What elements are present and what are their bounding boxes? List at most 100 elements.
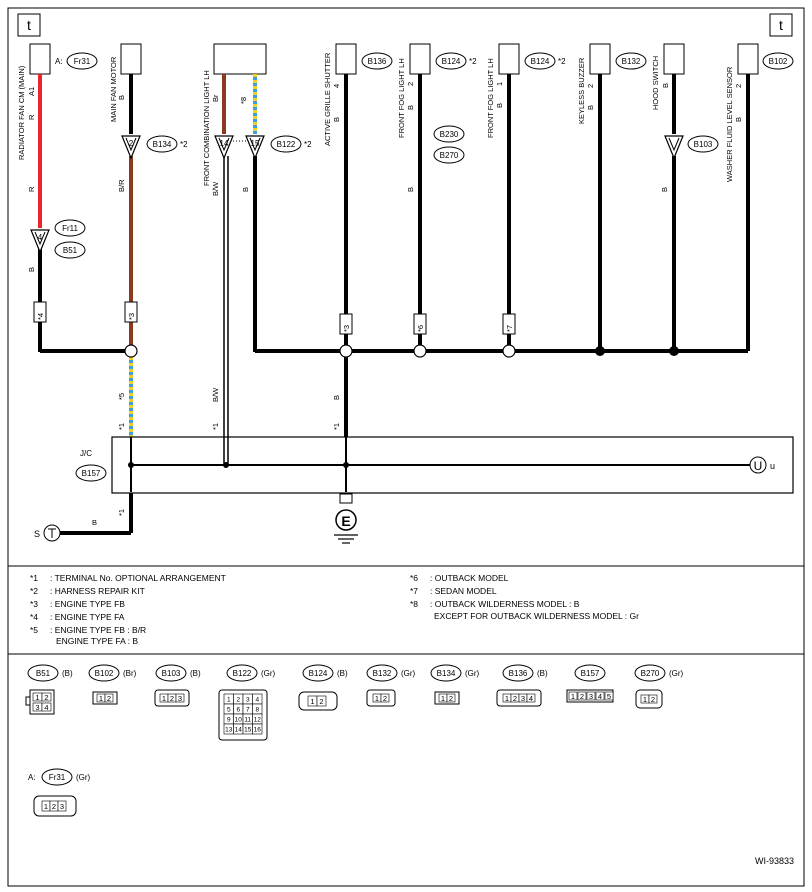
note-text-5: : ENGINE TYPE FB : B/R: [50, 625, 146, 635]
face-b270-pin-2-text: 2: [651, 695, 655, 704]
notes-right: *6 : OUTBACK MODEL *7 : SEDAN MODEL *8 :…: [410, 573, 639, 621]
face-color-b124: (B): [337, 669, 348, 678]
face-b132-pin-1-text: 1: [375, 694, 379, 703]
face-b136-pin-1-text: 1: [505, 694, 509, 703]
face-b157-pin-2: [577, 691, 587, 701]
face-b122-pin-12-text: 12: [254, 717, 262, 724]
component-wire-keyless-buzzer: B: [586, 105, 595, 110]
face-bubble-b102-text: B102: [95, 669, 114, 678]
face-b51-tab: [25, 696, 31, 706]
junction-open-active-grille: [339, 344, 353, 358]
junction-open-fog-2: [502, 344, 516, 358]
face-b103-pin-3-text: 3: [178, 694, 182, 703]
face-b102-pin-2: [104, 693, 114, 703]
connector-triangle-b122-2-inner: [249, 137, 261, 152]
component-pin-keyless-buzzer: 2: [586, 84, 595, 88]
label-s1c: *1: [332, 423, 341, 430]
face-bubble-b124-text: B124: [309, 669, 328, 678]
component-pin-front-combination-light-2: *8: [239, 97, 248, 104]
face-b122-pin-9-text: 9: [227, 717, 231, 724]
tag-s6-text: *6: [416, 325, 425, 332]
component-wire-washer-fluid: B: [734, 117, 743, 122]
wire-label-bw: B/W: [211, 387, 220, 402]
note-text-2: : HARNESS REPAIR KIT: [50, 586, 145, 596]
wire-label-r: R: [27, 186, 36, 192]
tag-s7: [502, 313, 516, 335]
face-b103-pin-2-text: 2: [170, 694, 174, 703]
face-bubble-b270: [634, 664, 666, 682]
bubble-b270-text: B270: [440, 151, 459, 160]
face-b136-pin-4: [526, 693, 536, 703]
face-b122-pin-16-text: 16: [254, 727, 262, 734]
tag-s4: [33, 301, 47, 323]
face-b122-pin-3-text: 3: [246, 697, 250, 704]
bubble-fr31-text: Fr31: [74, 57, 91, 66]
junction-solid-keyless: [595, 346, 605, 356]
note-key-7: *7: [410, 586, 418, 596]
face-b124-pin-2: [316, 695, 327, 707]
note-text-4: : ENGINE TYPE FA: [50, 612, 125, 622]
face-color-b270: (Gr): [669, 669, 684, 678]
note-key-5: *5: [30, 625, 38, 635]
face-color-b136: (B): [537, 669, 548, 678]
component-pin-front-fog-light-2: 1: [495, 82, 504, 86]
bubble-b134-text: B134: [153, 140, 172, 149]
face-bubble-b136-text: B136: [509, 669, 528, 678]
wire-label-b-left: B: [27, 267, 36, 272]
face-b134-pin-1-text: 1: [441, 694, 445, 703]
face-b122-pin-14-text: 14: [235, 727, 243, 734]
tag-s3a: [124, 301, 138, 323]
bubble-b124-2: [524, 52, 556, 70]
bubble-b103: [687, 135, 719, 153]
face-b134-pin-2-text: 2: [449, 694, 453, 703]
face-b103-pin-1-text: 1: [162, 694, 166, 703]
wire-label-b-hood: B: [660, 187, 669, 192]
pin-b122-1: 14: [220, 139, 229, 148]
face-color-b103: (B): [190, 669, 201, 678]
face-b124-pin-1-text: 1: [310, 697, 314, 706]
component-label-radiator-fan: RADIATOR FAN CM (MAIN): [17, 65, 26, 160]
face-b124-pin-2-text: 2: [319, 697, 323, 706]
component-wire-radiator-fan: R: [27, 114, 36, 120]
bubble-b157-text: B157: [82, 469, 101, 478]
component-box-hood-switch: [663, 43, 685, 75]
connector-triangle-b122-1-inner: [218, 137, 230, 152]
face-b157-pin-3-text: 3: [589, 692, 593, 701]
bubble-b157: [75, 464, 107, 482]
face-b122-pin-16: [252, 723, 263, 735]
component-label-front-fog-light-2: FRONT FOG LIGHT LH: [486, 58, 495, 138]
component-box-main-fan-motor: [120, 43, 142, 75]
component-wire-front-combination-light: B/W: [211, 181, 220, 196]
face-b157-pin-5: [604, 691, 614, 701]
face-b122-pin-13-text: 13: [225, 727, 233, 734]
face-bubble-b103-text: B103: [162, 669, 181, 678]
component-box-radiator-fan: [29, 43, 51, 75]
face-b157-pin-1-text: 1: [571, 692, 575, 701]
face-b270-pin-2: [648, 694, 658, 704]
star-b122: *2: [304, 140, 312, 149]
ground-tab: [339, 493, 353, 504]
face-b122-pin-1-text: 1: [227, 697, 231, 704]
connector-triangle-fr11-inner: [34, 231, 46, 246]
face-b122-pin-15-text: 15: [244, 727, 252, 734]
face-fr31-pin-2-text: 2: [52, 802, 56, 811]
face-b136-pin-4-text: 4: [529, 694, 533, 703]
face-b157-pin-4: [595, 691, 605, 701]
face-fr31-pin-1-text: 1: [44, 802, 48, 811]
face-bubble-b134-text: B134: [437, 669, 456, 678]
face-fr31-pin-3-text: 3: [60, 802, 64, 811]
bubble-b230-text: B230: [440, 130, 459, 139]
face-color-b51: (B): [62, 669, 73, 678]
bubble-b134: [146, 135, 178, 153]
face-bubble-b102: [88, 664, 120, 682]
tag-s4-text: *4: [36, 313, 45, 320]
corner-mark-left-text: t: [27, 17, 31, 33]
component-box-active-grille-shutter: [335, 43, 357, 75]
component-box-front-combination-light: [213, 43, 267, 75]
ground-circle: [335, 509, 357, 531]
bubble-b270: [433, 146, 465, 164]
bubble-b132: [615, 52, 647, 70]
jc-dot-right: [343, 462, 349, 468]
note-text-3: : ENGINE TYPE FB: [50, 599, 125, 609]
note-key-8: *8: [410, 599, 418, 609]
